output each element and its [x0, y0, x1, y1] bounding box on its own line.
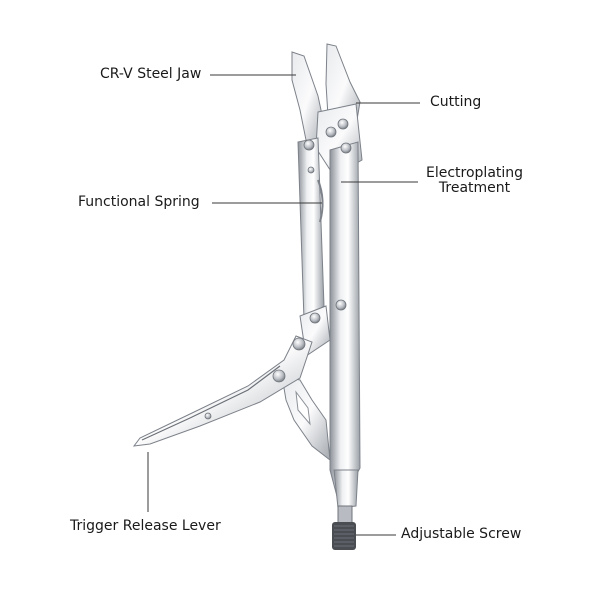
callout-trigger: Trigger Release Lever — [70, 518, 221, 534]
rivet-icon — [335, 299, 347, 311]
rivet-icon — [307, 166, 315, 174]
callout-plating-line-2: Treatment — [438, 180, 511, 196]
callout-screw: Adjustable Screw — [401, 526, 522, 542]
rivet-icon — [272, 369, 286, 383]
rivet-icon — [303, 139, 315, 151]
rivet-icon — [309, 312, 321, 324]
fixed-handle — [329, 141, 361, 509]
rivets — [204, 118, 352, 420]
movable-arm — [297, 137, 325, 321]
callout-spring: Functional Spring — [78, 194, 200, 210]
callout-plating: Electroplating Treatment — [426, 166, 523, 196]
adjustable-screw — [332, 505, 356, 550]
rivet-icon — [337, 118, 349, 130]
release-plate — [281, 375, 331, 462]
rivet-icon — [340, 142, 352, 154]
callout-plating-line-1: Electroplating — [426, 165, 524, 181]
rivet-icon — [292, 337, 306, 351]
rivet-icon — [204, 412, 212, 420]
callout-cutting: Cutting — [430, 94, 482, 110]
rivet-icon — [325, 126, 337, 138]
callout-jaw: CR-V Steel Jaw — [100, 66, 202, 82]
spring — [317, 179, 324, 223]
